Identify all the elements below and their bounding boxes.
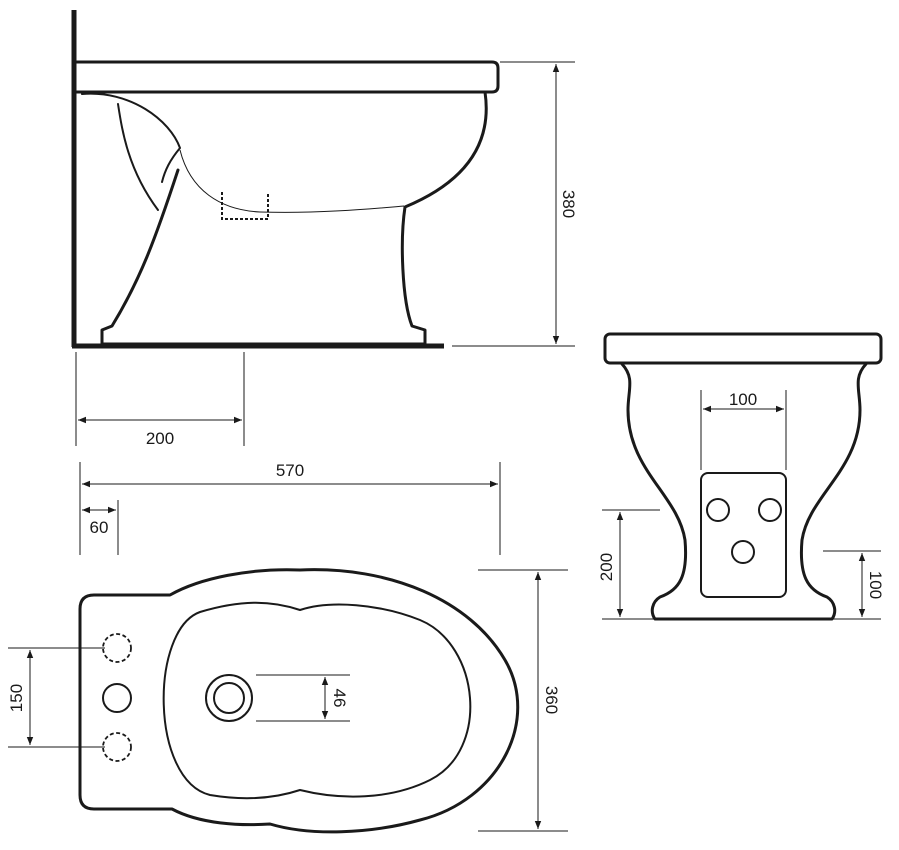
dim-label-46: 46 — [330, 689, 349, 708]
side-drain-dotted — [221, 192, 269, 220]
front-view: 100 200 100 — [597, 332, 885, 621]
tap-hole-center — [102, 683, 132, 713]
front-rim — [603, 332, 883, 365]
top-view: 570 60 150 46 360 — [7, 461, 568, 834]
top-outer-body — [78, 568, 520, 834]
top-inner-bowl — [162, 601, 472, 800]
side-inner-curve — [81, 92, 181, 183]
front-hole-bottom — [731, 540, 755, 564]
side-basin-line — [179, 149, 405, 213]
front-hole-right — [758, 498, 782, 522]
side-rim — [74, 60, 500, 94]
side-inner-front — [117, 103, 159, 211]
dim-label-150: 150 — [7, 684, 26, 712]
tap-hole-top-dashed — [102, 633, 132, 663]
dim-label-380: 380 — [559, 190, 578, 218]
side-view: 380 200 — [71, 10, 578, 448]
dim-label-360: 360 — [542, 686, 561, 714]
front-access-plate — [700, 472, 787, 598]
dim-label-100-vertical: 100 — [866, 571, 885, 599]
dim-label-200: 200 — [146, 429, 174, 448]
tap-hole-bottom-dashed — [102, 732, 132, 762]
dim-label-100-horizontal: 100 — [729, 390, 757, 409]
front-hole-left — [706, 498, 730, 522]
drain-inner — [213, 682, 245, 714]
drain-outer — [205, 674, 253, 722]
front-body — [620, 362, 868, 621]
dim-label-570: 570 — [276, 461, 304, 480]
dim-label-200-front: 200 — [597, 553, 616, 581]
dim-label-60: 60 — [90, 518, 109, 537]
side-bowl — [100, 90, 488, 346]
